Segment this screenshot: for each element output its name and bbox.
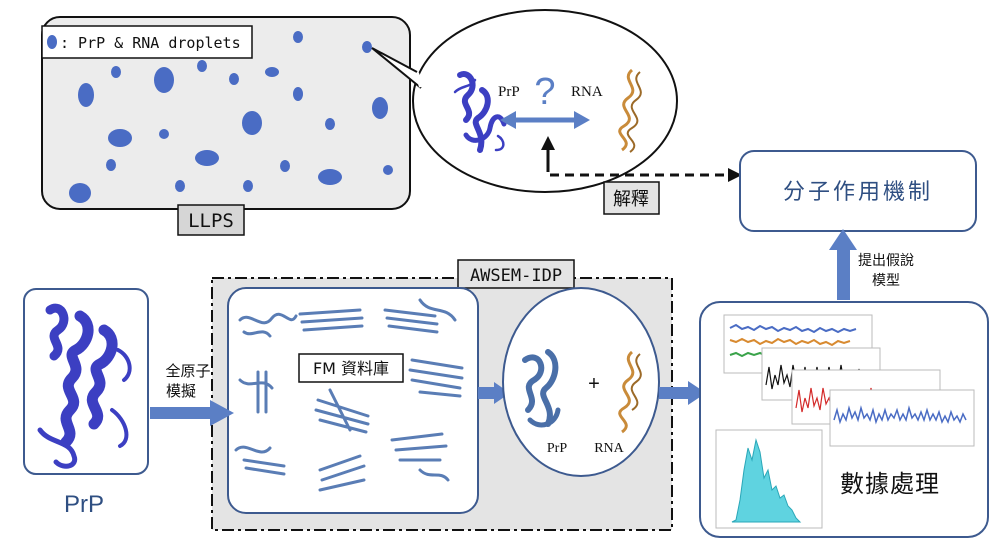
atomistic-label-line1: 全原子 bbox=[165, 362, 210, 380]
data-processing-box: 數據處理 bbox=[699, 301, 989, 538]
histogram-plot bbox=[715, 429, 823, 529]
prp-structure-box bbox=[23, 288, 149, 475]
fm-structures bbox=[234, 298, 464, 492]
fm-db-label-box bbox=[298, 353, 404, 383]
complex-circle: + PrP RNA bbox=[502, 287, 660, 477]
mechanism-box: 分子作用機制 bbox=[739, 150, 977, 232]
awsem-label-box bbox=[457, 259, 575, 289]
complex-prp-label: PrP bbox=[547, 441, 567, 456]
fm-db-label: FM 資料庫 bbox=[313, 359, 389, 378]
double-arrow-icon bbox=[500, 111, 590, 129]
llps-label: LLPS bbox=[188, 210, 234, 232]
prp-structure bbox=[37, 303, 132, 469]
atomistic-arrow: 全原子 模擬 bbox=[150, 362, 234, 426]
llps-panel: : PrP & RNA droplets LLPS bbox=[41, 16, 411, 236]
bubble-prp-structure bbox=[453, 71, 507, 153]
fm-database-box: FM 資料庫 bbox=[227, 287, 479, 514]
legend-droplet-icon bbox=[47, 35, 57, 49]
bubble-rna-structure bbox=[618, 68, 642, 153]
complex-rna-label: RNA bbox=[594, 441, 624, 456]
bubble-rna-label: RNA bbox=[571, 84, 603, 100]
data-processing-label: 數據處理 bbox=[840, 470, 940, 498]
awsem-label: AWSEM-IDP bbox=[470, 266, 562, 286]
fm-to-complex-arrow bbox=[478, 382, 510, 404]
llps-label-box bbox=[177, 204, 245, 236]
explain-label-box bbox=[603, 181, 660, 215]
droplets bbox=[69, 31, 393, 203]
complex-plus: + bbox=[588, 373, 600, 395]
mechanism-label: 分子作用機制 bbox=[783, 180, 933, 205]
complex-prp-structure bbox=[522, 349, 561, 428]
timeseries-plot-4 bbox=[829, 389, 975, 447]
hypothesis-arrow: 提出假說 模型 bbox=[829, 229, 914, 300]
droplet-legend-box bbox=[41, 25, 253, 59]
complex-rna-structure bbox=[618, 350, 642, 434]
droplet-legend-text: : PrP & RNA droplets bbox=[60, 34, 241, 52]
explain-connector: 解釋 bbox=[541, 136, 742, 215]
question-mark-icon: ? bbox=[534, 71, 555, 113]
prp-main-label: PrP bbox=[64, 491, 104, 518]
hypothesis-label-line1: 提出假說 bbox=[858, 252, 914, 269]
complex-to-data-arrow bbox=[659, 381, 706, 405]
hypothesis-label-line2: 模型 bbox=[872, 273, 900, 289]
explain-label: 解釋 bbox=[613, 189, 649, 210]
bubble-prp-label: PrP bbox=[498, 84, 520, 100]
interaction-bubble: PrP ? RNA bbox=[371, 9, 678, 193]
atomistic-label-line2: 模擬 bbox=[166, 382, 196, 400]
